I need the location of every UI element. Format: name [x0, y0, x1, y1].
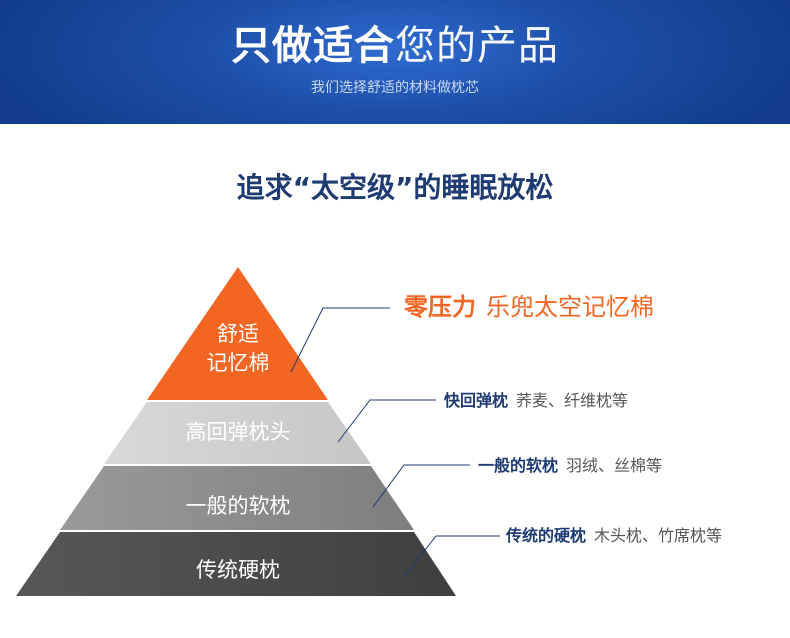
- header-banner: 只做适合您的产品 我们选择舒适的材料做枕芯: [0, 0, 790, 124]
- callout-2-examples: 荞麦、纤维枕等: [516, 391, 629, 410]
- pyramid-tier-4: [16, 532, 456, 596]
- banner-title-light: 您的产品: [395, 23, 559, 69]
- pyramid-tier-3: [60, 466, 414, 530]
- callout-4-examples: 木头枕、竹席枕等: [594, 526, 723, 545]
- callout-4: 传统的硬枕木头枕、竹席枕等: [506, 523, 722, 549]
- callout-1: 零压力乐兜太空记忆棉: [404, 294, 654, 323]
- banner-subtitle: 我们选择舒适的材料做枕芯: [311, 80, 479, 96]
- apex-label-line1: 舒适: [217, 322, 259, 346]
- callout-2: 快回弹枕荞麦、纤维枕等: [444, 388, 628, 414]
- leader-line-2: [337, 399, 436, 443]
- leader-line-1: [290, 307, 390, 373]
- pyramid-tier4-label: 传统硬枕: [196, 558, 280, 582]
- leader-line-3: [372, 464, 470, 508]
- pyramid-apex-label: 舒适 记忆棉: [188, 320, 288, 378]
- banner-title: 只做适合您的产品: [0, 20, 790, 72]
- callout-1-category: 零压力: [404, 293, 476, 321]
- callout-4-category: 传统的硬枕: [506, 526, 587, 545]
- callout-1-examples: 乐兜太空记忆棉: [486, 293, 654, 321]
- callout-3-examples: 羽绒、丝棉等: [566, 456, 663, 475]
- pyramid-tier-apex: [147, 267, 328, 400]
- pyramid-tier2-label: 高回弹枕头: [185, 420, 291, 444]
- section-title: 追求“太空级”的睡眠放松: [236, 171, 554, 204]
- banner-title-bold: 只做适合: [231, 23, 395, 69]
- callout-3-category: 一般的软枕: [478, 456, 559, 475]
- callout-2-category: 快回弹枕: [444, 391, 509, 410]
- leader-line-4: [404, 535, 500, 577]
- pyramid-tier3-label: 一般的软枕: [185, 494, 291, 518]
- apex-label-line2: 记忆棉: [206, 351, 270, 375]
- callout-3: 一般的软枕羽绒、丝棉等: [478, 453, 662, 479]
- pyramid-tier-2: [104, 402, 371, 464]
